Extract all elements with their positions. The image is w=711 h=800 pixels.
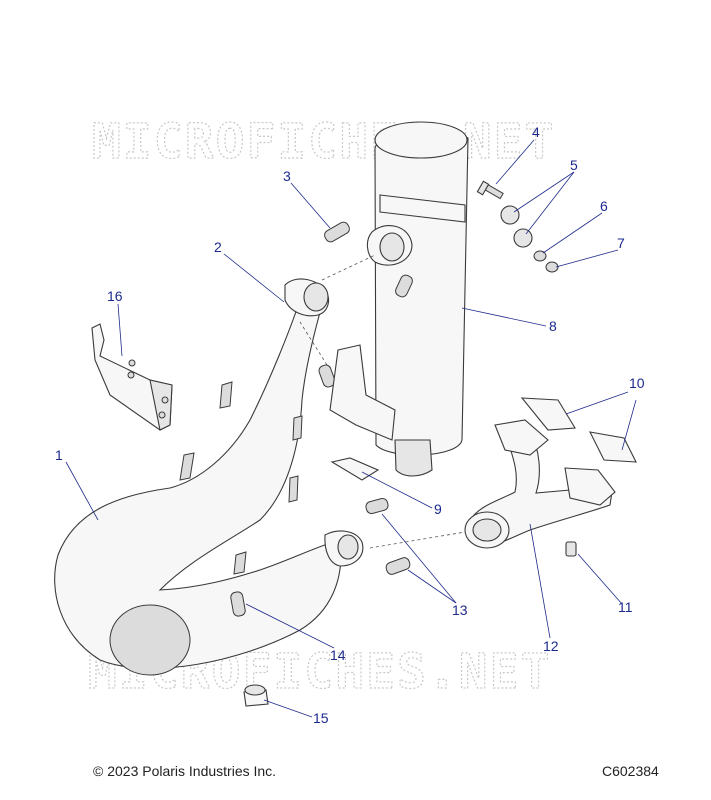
spring-14-part	[230, 591, 246, 617]
callout-16: 16	[107, 288, 123, 304]
bolt-11-part	[565, 541, 577, 557]
figure-id: C602384	[602, 763, 659, 779]
callout-13: 13	[452, 602, 468, 618]
callout-14: 14	[330, 647, 346, 663]
callout-11: 11	[618, 599, 633, 615]
gasket-10b-part	[589, 431, 637, 463]
callout-1: 1	[55, 447, 63, 463]
callout-12: 12	[543, 638, 559, 654]
callout-9: 9	[434, 501, 442, 517]
callout-6: 6	[600, 198, 608, 214]
spring-13a-part	[365, 497, 389, 515]
callout-15: 15	[313, 710, 329, 726]
callout-3: 3	[283, 168, 291, 184]
spring-13b-part	[385, 557, 411, 575]
bracket-part	[91, 323, 173, 431]
gasket-10a-part	[520, 397, 576, 431]
callout-5: 5	[570, 157, 578, 173]
grommet-5b-part	[513, 228, 533, 248]
bolt-4-part	[476, 180, 504, 200]
spring-3-part	[324, 221, 350, 243]
callout-4: 4	[532, 124, 540, 140]
washer-6-part	[533, 250, 547, 262]
copyright-text: © 2023 Polaris Industries Inc.	[93, 763, 277, 779]
callout-7: 7	[617, 235, 625, 251]
callout-10: 10	[629, 375, 645, 391]
callout-8: 8	[549, 318, 557, 334]
leader-lines	[65, 139, 637, 718]
silencer-part	[321, 121, 469, 477]
watermark-top: MICROFICHES.NET	[92, 114, 555, 170]
nut-7-part	[545, 261, 559, 273]
grommet-5a-part	[500, 205, 520, 225]
callout-2: 2	[214, 239, 222, 255]
y-pipe-part	[369, 419, 616, 549]
spring-2-part	[299, 321, 336, 388]
cap-15-part	[243, 684, 269, 707]
expansion-chamber-part	[54, 278, 364, 676]
callouts: 1 2 3 4 5 6 7 8 9 10 11 12 13 14 15 16	[55, 124, 645, 726]
